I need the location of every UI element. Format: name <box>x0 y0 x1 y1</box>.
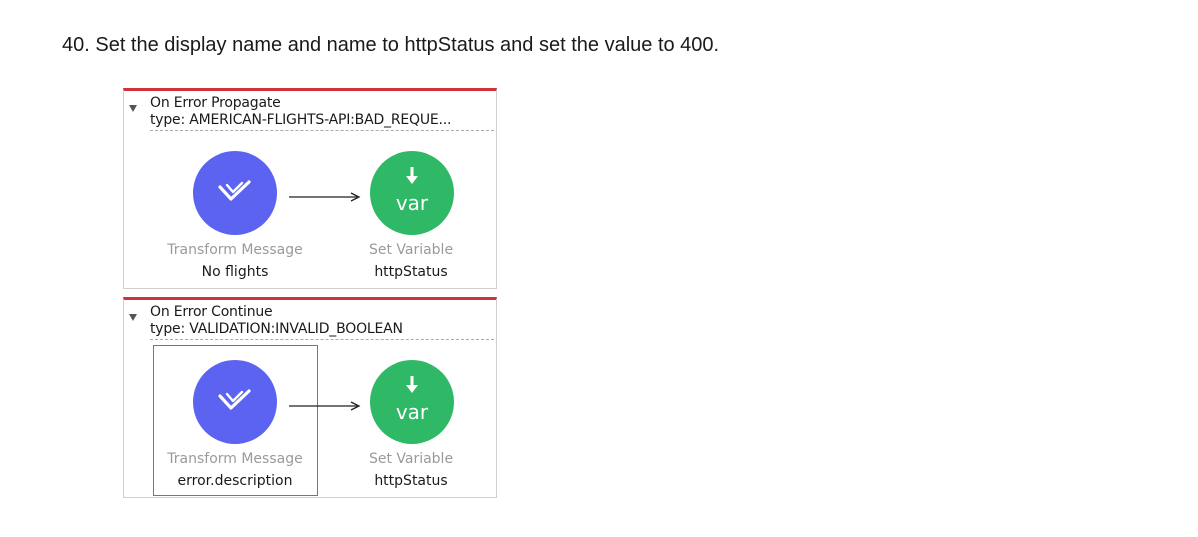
flow-arrow-icon <box>289 401 361 411</box>
transform-label: Transform Message No flights <box>150 239 320 283</box>
variable-label: Set Variable httpStatus <box>326 239 496 283</box>
transform-message-processor[interactable] <box>193 151 277 235</box>
scope-header: On Error Continue type: VALIDATION:INVAL… <box>150 304 494 340</box>
instruction-text: 40. Set the display name and name to htt… <box>62 34 720 56</box>
dataweave-check-icon <box>218 180 251 201</box>
variable-label: Set Variable httpStatus <box>326 448 496 492</box>
processor-kind: Set Variable <box>368 451 454 467</box>
flow-arrow-icon <box>289 192 361 202</box>
processor-name: No flights <box>201 264 269 280</box>
scope-header: On Error Propagate type: AMERICAN-FLIGHT… <box>150 95 494 131</box>
transform-label: Transform Message error.description <box>150 448 320 492</box>
error-scope-propagate[interactable]: On Error Propagate type: AMERICAN-FLIGHT… <box>123 88 497 289</box>
error-scope-continue[interactable]: On Error Continue type: VALIDATION:INVAL… <box>123 297 497 498</box>
set-variable-processor[interactable]: var <box>370 360 454 444</box>
collapse-triangle-icon[interactable] <box>129 105 137 112</box>
transform-message-processor[interactable] <box>193 360 277 444</box>
scope-title: On Error Propagate <box>150 95 281 111</box>
var-icon-label: var <box>395 400 429 424</box>
selection-highlight <box>153 345 318 496</box>
scope-type: type: VALIDATION:INVALID_BOOLEAN <box>150 321 403 337</box>
processor-name: httpStatus <box>374 473 448 489</box>
processor-kind: Set Variable <box>368 242 454 258</box>
processor-kind: Transform Message <box>167 242 303 258</box>
processor-name: error.description <box>177 473 293 489</box>
set-variable-processor[interactable]: var <box>370 151 454 235</box>
down-arrow-icon <box>406 167 418 184</box>
var-icon-label: var <box>395 191 429 215</box>
down-arrow-icon <box>406 376 418 393</box>
collapse-triangle-icon[interactable] <box>129 314 137 321</box>
scope-type: type: AMERICAN-FLIGHTS-API:BAD_REQUE... <box>150 112 452 128</box>
scope-title: On Error Continue <box>150 304 273 320</box>
processor-name: httpStatus <box>374 264 448 280</box>
processor-kind: Transform Message <box>167 451 303 467</box>
dataweave-check-icon <box>218 389 251 410</box>
